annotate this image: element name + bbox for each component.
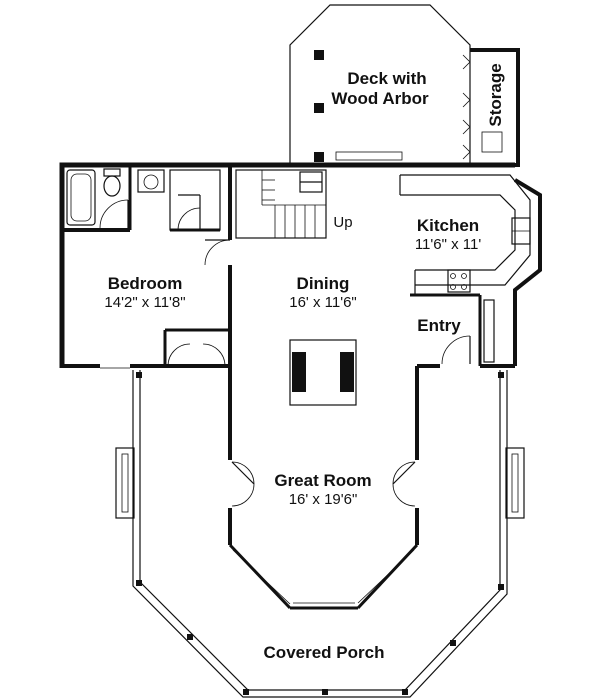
- deck-railing-marks: [462, 54, 471, 160]
- sink: [137, 169, 165, 193]
- bathroom: [62, 165, 165, 232]
- exterior-walls: [59, 162, 542, 610]
- porch-label: Covered Porch: [264, 643, 385, 662]
- storage-label: Storage: [486, 63, 505, 126]
- great-room-right-doors: [392, 461, 416, 507]
- bedroom-closet-doors: [163, 328, 228, 367]
- deck: [289, 4, 471, 165]
- entry-area: [441, 295, 495, 366]
- great-room-left-doors: [231, 461, 255, 507]
- porch-bench-left: [115, 447, 135, 519]
- kitchen-label: Kitchen: [417, 216, 479, 235]
- bathtub: [66, 169, 96, 226]
- staircase: [235, 169, 327, 239]
- deck-label-line2: Wood Arbor: [331, 89, 429, 108]
- dining-label: Dining: [297, 274, 350, 293]
- fireplace: [289, 339, 357, 406]
- bedroom-label: Bedroom: [108, 274, 183, 293]
- dining-dims: 16' x 11'6": [289, 294, 357, 311]
- stairs-up-label: Up: [333, 214, 352, 231]
- great-room-windows: [232, 549, 415, 605]
- entry-label: Entry: [417, 316, 461, 335]
- closet: [169, 169, 221, 232]
- kitchen-counters: [399, 174, 531, 297]
- deck-label-line1: Deck with: [347, 69, 426, 88]
- bedroom-dims: 14'2" x 11'8": [104, 294, 185, 311]
- kitchen-dims: 11'6" x 11': [415, 236, 482, 253]
- great-room-dims: 16' x 19'6": [289, 491, 358, 508]
- cooktop: [447, 269, 471, 293]
- great-room-label: Great Room: [274, 471, 371, 490]
- porch-bench-right: [505, 447, 525, 519]
- toilet: [103, 175, 121, 197]
- covered-porch: [115, 370, 525, 698]
